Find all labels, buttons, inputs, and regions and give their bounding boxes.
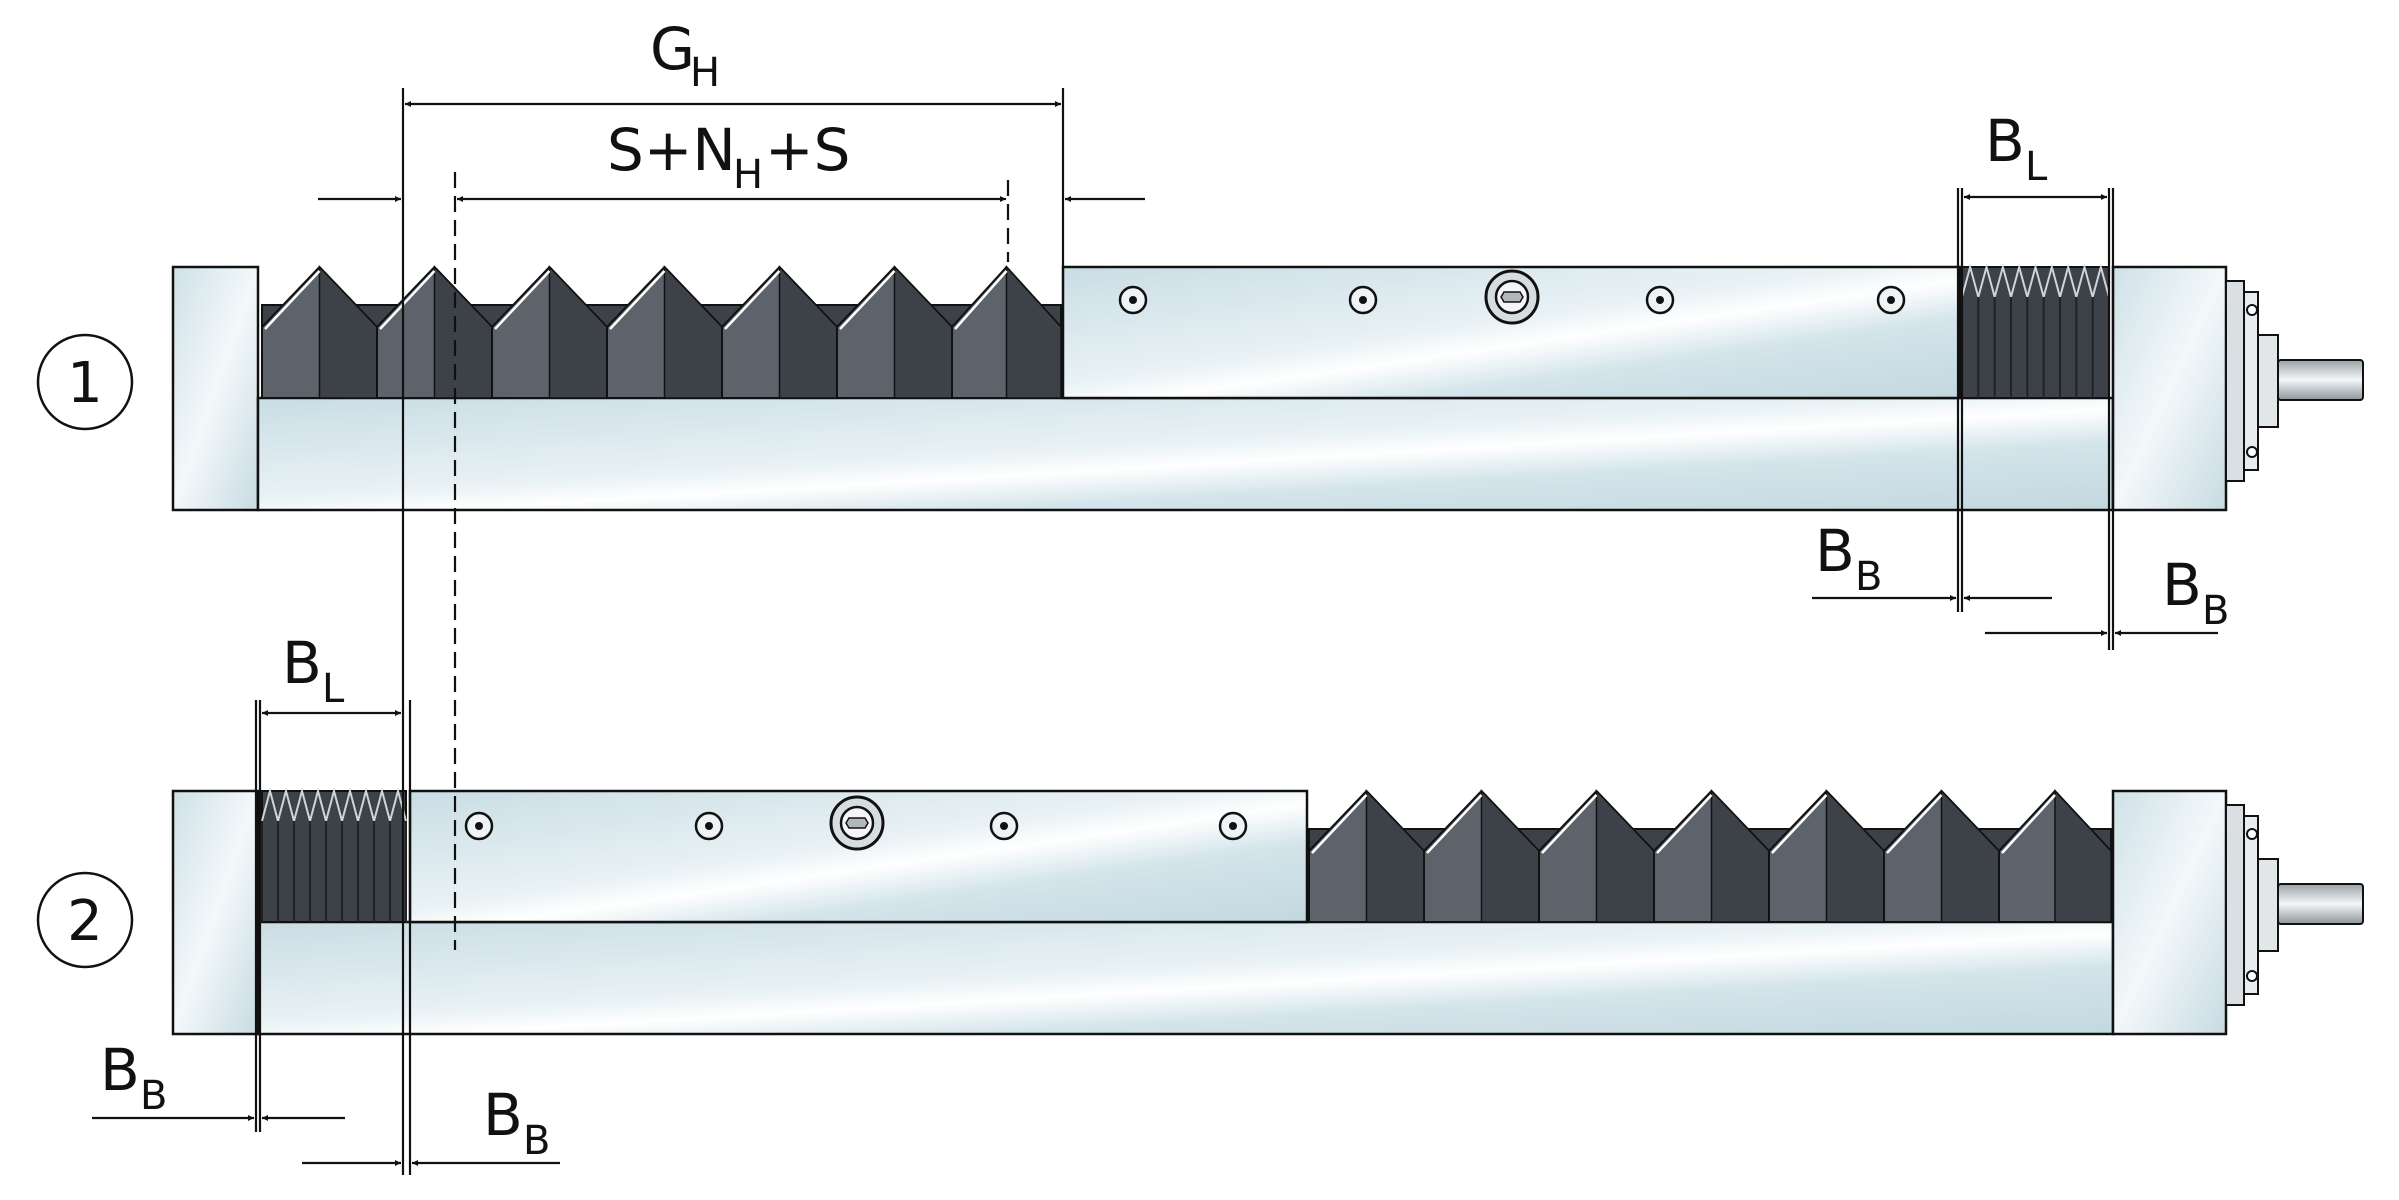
module-1-shaft	[2277, 359, 2364, 401]
label-bl-module-2: B L	[282, 629, 345, 712]
module-1-drive-flange	[2225, 280, 2364, 482]
position-marker-2-text: 2	[67, 889, 103, 954]
module-2-bellows-extended	[1308, 789, 2112, 923]
label-bb-2a-sub: B	[140, 1073, 167, 1119]
module-2-right-end-block	[2111, 789, 2228, 1036]
module-1-right-end-block	[2111, 265, 2228, 512]
label-bl-2-sub: L	[322, 666, 345, 712]
label-bb-module-2-b: B B	[483, 1081, 550, 1164]
module-1-screws	[1118, 269, 1906, 325]
label-bb-module-2-a: B B	[100, 1036, 167, 1119]
label-bb-1a-main: B	[1815, 517, 1855, 585]
module-1-base-rail	[256, 396, 2115, 512]
module-2-shaft	[2277, 883, 2364, 925]
label-snhs: S+N H +S	[607, 116, 850, 198]
dimension-lines	[92, 88, 2218, 1175]
label-bl-1-main: B	[1985, 107, 2025, 175]
module-1-bellows-extended	[261, 265, 1062, 399]
module-2	[171, 787, 2364, 1036]
label-gh-main: G	[650, 15, 695, 83]
module-1-bellows-compressed	[1961, 263, 2110, 399]
label-bb-1a-sub: B	[1855, 554, 1882, 600]
label-bb-module-1-a: B B	[1815, 517, 1882, 600]
label-bb-2b-main: B	[483, 1081, 523, 1149]
position-marker-2: 2	[36, 871, 134, 969]
label-snhs-pre: S+N	[607, 116, 736, 184]
module-2-base-rail	[256, 920, 2115, 1036]
module-2-bellows-compressed	[261, 787, 407, 923]
label-bl-2-main: B	[282, 629, 322, 697]
label-bb-module-1-b: B B	[2162, 551, 2229, 634]
label-gh: G H	[650, 15, 720, 96]
module-2-left-end-block	[171, 789, 260, 1036]
label-bl-1-sub: L	[2025, 144, 2048, 190]
module-1	[171, 263, 2364, 512]
label-bb-2a-main: B	[100, 1036, 140, 1104]
module-2-screws	[464, 795, 1248, 851]
label-bl-module-1: B L	[1985, 107, 2048, 190]
label-bb-1b-main: B	[2162, 551, 2202, 619]
position-marker-1-text: 1	[67, 351, 103, 416]
label-bb-2b-sub: B	[523, 1118, 550, 1164]
position-marker-1: 1	[36, 333, 134, 431]
label-snhs-sub: H	[733, 152, 763, 198]
module-2-drive-flange	[2225, 804, 2364, 1006]
label-gh-sub: H	[690, 50, 720, 96]
label-bb-1b-sub: B	[2202, 588, 2229, 634]
module-1-left-end-block	[171, 265, 260, 512]
label-snhs-post: +S	[765, 116, 850, 184]
